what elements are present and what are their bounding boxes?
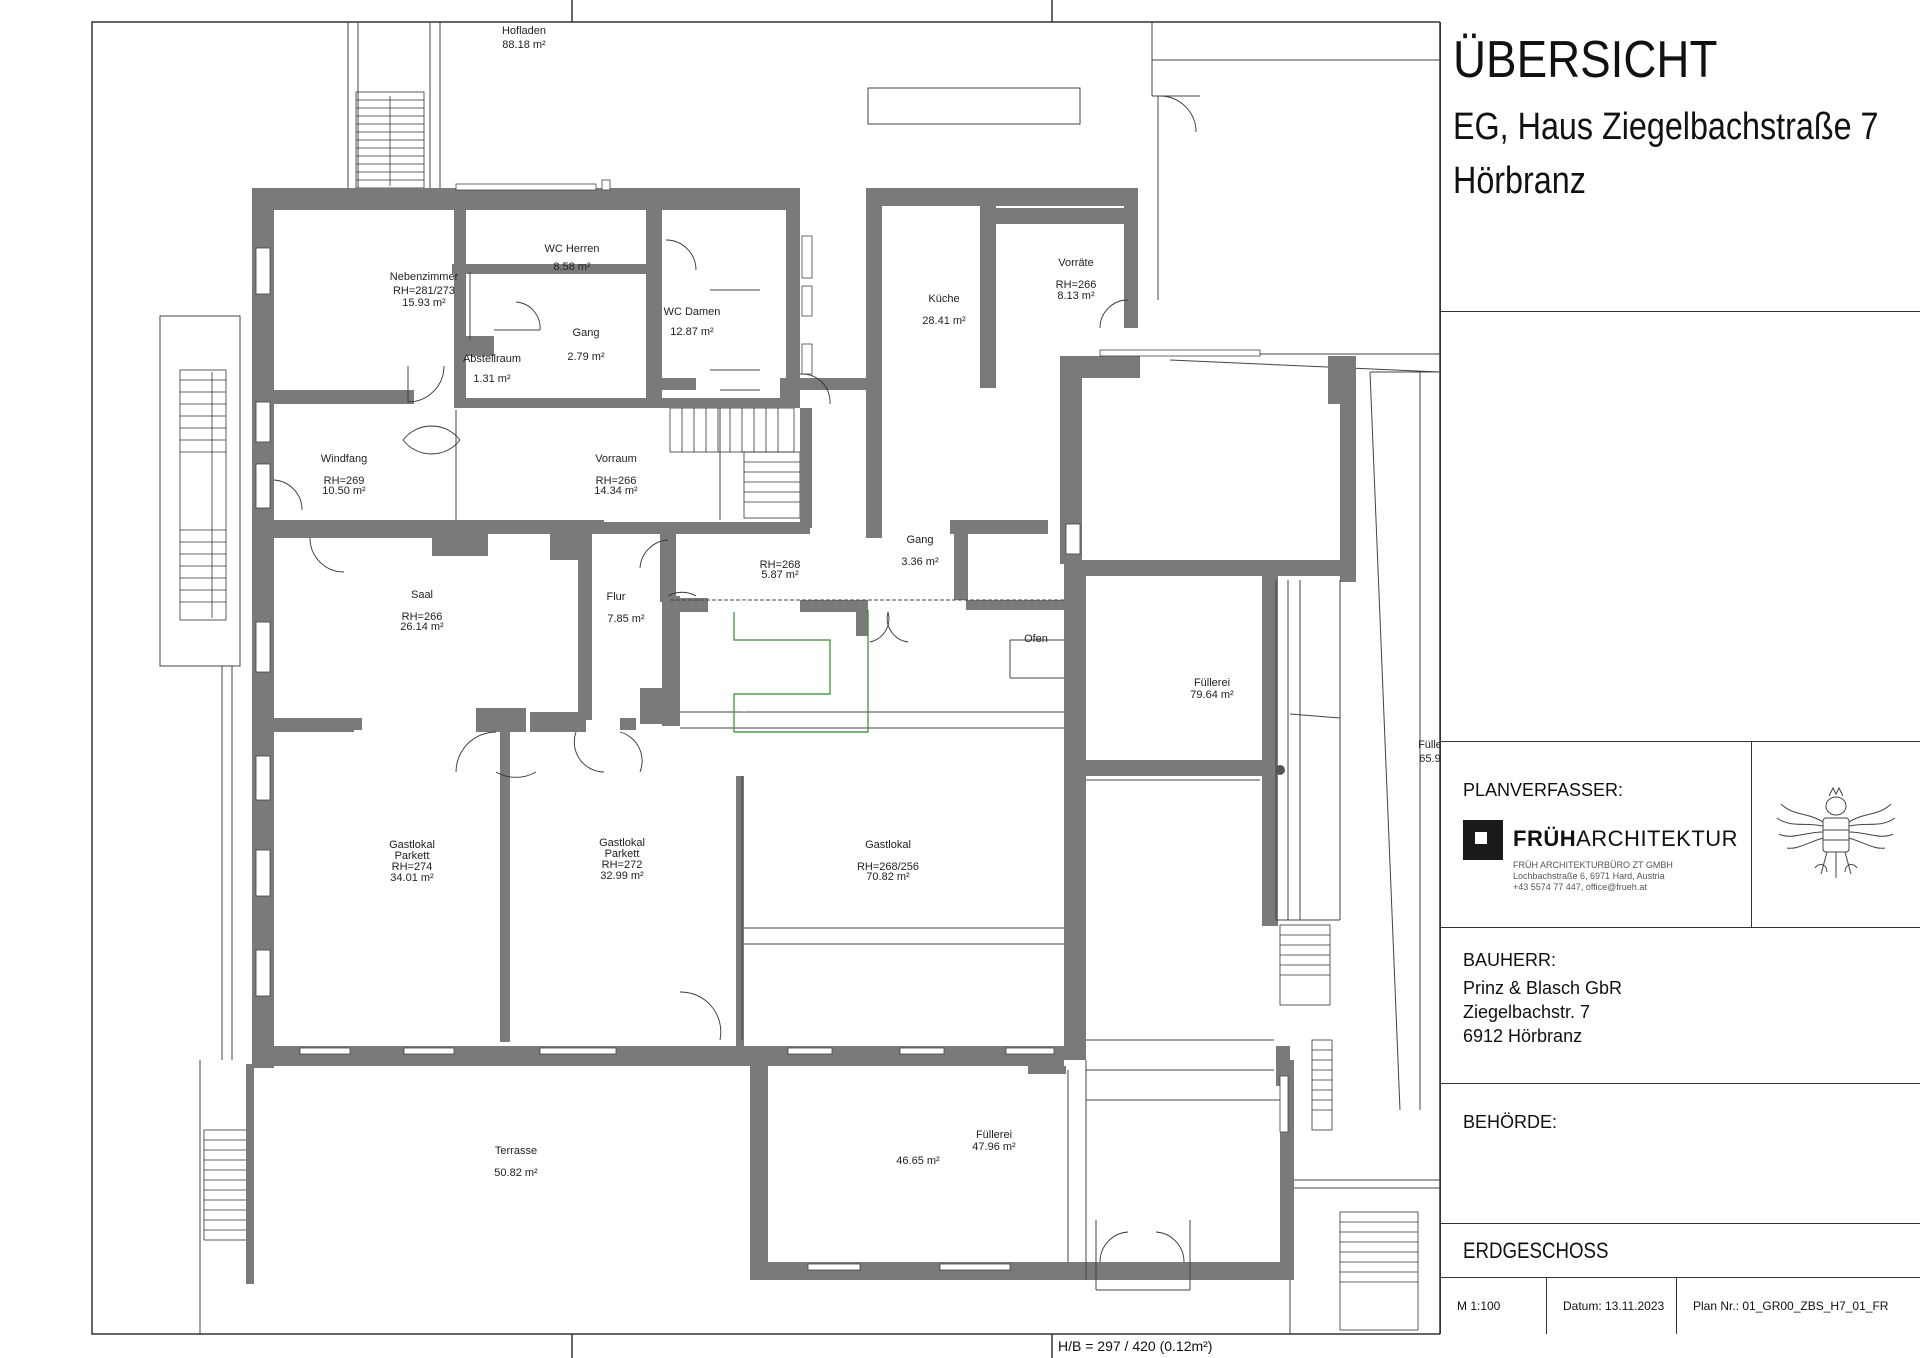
footer-row: M 1:100 Datum: 13.11.2023 Plan Nr.: 01_G… <box>1441 1278 1920 1334</box>
geschoss-cell: ERDGESCHOSS <box>1441 1224 1920 1278</box>
site-lines <box>159 22 1440 1334</box>
title-cell: ÜBERSICHT EG, Haus Ziegelbachstraße 7 Hö… <box>1441 22 1920 312</box>
architect-logo-icon <box>1463 820 1503 860</box>
planverfasser-cell: PLANVERFASSER: FRÜHARCHITEKTUR FRÜH ARCH… <box>1441 742 1920 928</box>
room-ofen: Ofen <box>1024 633 1048 645</box>
behoerde-label: BEHÖRDE: <box>1463 1112 1558 1132</box>
coat-of-arms-divider <box>1751 742 1752 928</box>
sheet-size-note: H/B = 297 / 420 (0.12m²) <box>1058 1338 1213 1354</box>
sheet-title: ÜBERSICHT <box>1453 31 1718 89</box>
bauherr-cell: BAUHERR: Prinz & Blasch GbR Ziegelbachst… <box>1441 928 1920 1084</box>
sheet-subtitle-2: Hörbranz <box>1453 160 1586 202</box>
bauherr-label: BAUHERR: <box>1463 950 1557 970</box>
bauherr-address: Prinz & Blasch GbR Ziegelbachstr. 7 6912… <box>1463 978 1623 1046</box>
behoerde-cell: BEHÖRDE: <box>1441 1084 1920 1224</box>
windows <box>255 179 1289 1271</box>
door-swings <box>273 95 1197 1263</box>
geschoss-label: ERDGESCHOSS <box>1463 1238 1609 1263</box>
walls <box>246 188 1356 1284</box>
planverfasser-label: PLANVERFASSER: <box>1463 780 1624 800</box>
date-label: Datum: 13.11.2023 <box>1547 1278 1677 1334</box>
sheet-subtitle-1: EG, Haus Ziegelbachstraße 7 <box>1453 106 1879 148</box>
austrian-eagle-icon <box>1776 786 1896 878</box>
interior-lines <box>455 272 1341 1290</box>
stairs <box>179 91 1419 1331</box>
architect-logo-name: FRÜHARCHITEKTUR <box>1513 826 1739 851</box>
scale-label: M 1:100 <box>1441 1278 1547 1334</box>
bar-counter <box>733 610 869 733</box>
room-fuellerei-2a: 46.65 m² <box>896 1155 940 1167</box>
column-marker <box>1275 765 1285 775</box>
plan-number-label: Plan Nr.: 01_GR00_ZBS_H7_01_FR <box>1693 1299 1889 1313</box>
blank-cell <box>1441 312 1920 742</box>
sheet-frame <box>91 0 1440 1358</box>
title-block: ÜBERSICHT EG, Haus Ziegelbachstraße 7 Hö… <box>1440 22 1920 1334</box>
architect-address: FRÜH ARCHITEKTURBÜRO ZT GMBH Lochbachstr… <box>1513 860 1673 892</box>
